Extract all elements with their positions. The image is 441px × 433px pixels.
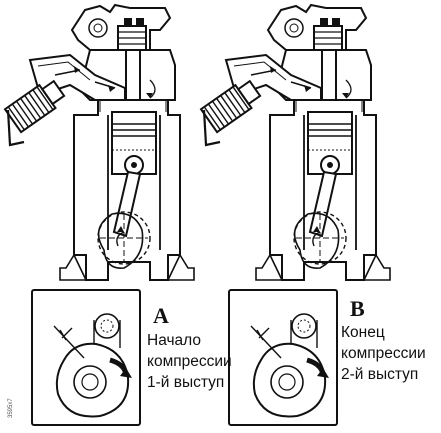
cam-detail-a — [32, 290, 140, 425]
panel-b-line-2: компрессии — [341, 345, 426, 362]
engine-view-b — [199, 3, 392, 282]
panel-a-line-1: Начало — [147, 332, 202, 349]
panel-b-line-3: 2-й выступ — [341, 366, 419, 383]
panel-a-line-2: компрессии — [147, 353, 232, 370]
panel-a-caption: Начало компрессии 1-й выступ — [147, 330, 232, 393]
engine-view-a — [3, 3, 196, 282]
panel-b-caption: Конец компрессии 2-й выступ — [341, 322, 426, 385]
panel-b-line-1: Конец — [341, 324, 385, 341]
panel-a-letter: A — [153, 303, 169, 328]
cam-detail-b — [229, 290, 337, 425]
figure-code: 3595x7 — [8, 398, 14, 418]
panel-b-letter: B — [350, 296, 365, 321]
panel-a-line-3: 1-й выступ — [147, 374, 225, 391]
